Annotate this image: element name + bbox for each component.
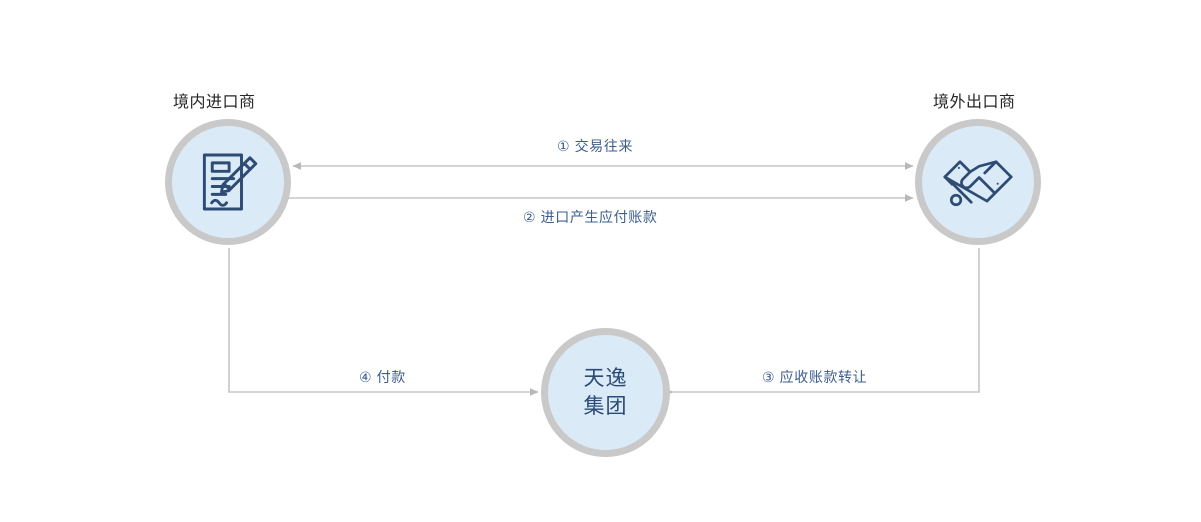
edge-label-1: ① 交易往来 bbox=[557, 138, 634, 154]
handshake-icon bbox=[942, 146, 1014, 218]
document-with-pen-icon bbox=[192, 146, 264, 218]
importer-caption: 境内进口商 bbox=[173, 94, 256, 111]
edge-label-2: ② 进口产生应付账款 bbox=[523, 209, 658, 225]
node-factor-text-line2: 集团 bbox=[583, 394, 628, 418]
node-factor-text: 天逸 集团 bbox=[584, 365, 628, 420]
connector-edge-3 bbox=[665, 248, 980, 396]
exporter-caption: 境外出口商 bbox=[933, 94, 1016, 111]
node-domestic-importer[interactable] bbox=[165, 119, 291, 245]
connector-edge-4 bbox=[228, 248, 539, 396]
node-overseas-exporter[interactable] bbox=[915, 119, 1041, 245]
node-tianyi-group[interactable]: 天逸 集团 bbox=[541, 328, 670, 457]
node-factor-text-line1: 天逸 bbox=[583, 366, 628, 390]
edge-label-4: ④ 付款 bbox=[359, 369, 406, 385]
edge-label-3: ③ 应收账款转让 bbox=[762, 369, 868, 385]
